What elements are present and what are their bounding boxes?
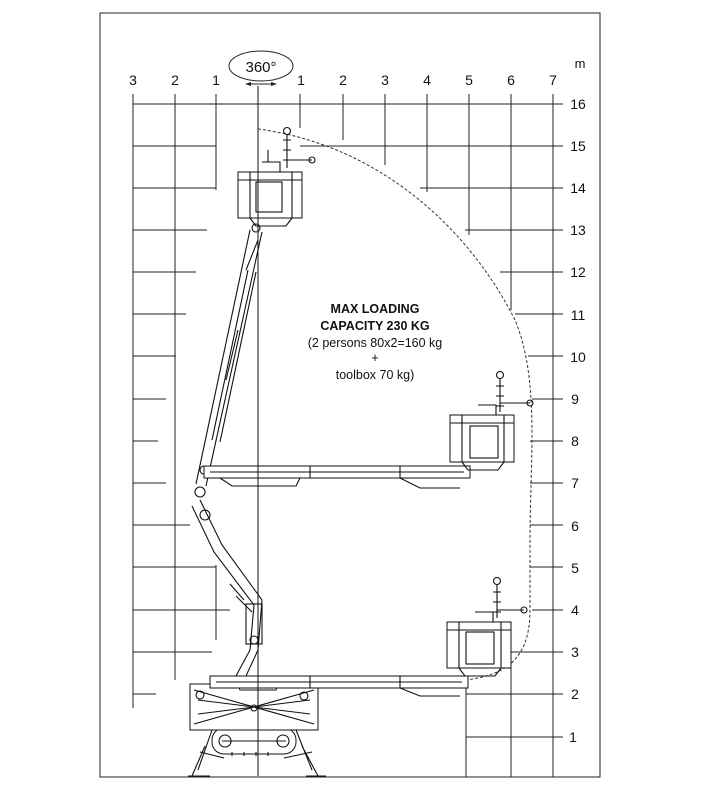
top-axis-label: 2 <box>171 72 179 88</box>
top-axis-label: 1 <box>212 72 220 88</box>
top-axis: 3 2 1 1 2 3 4 5 6 7 <box>129 72 557 88</box>
height-label: 3 <box>571 644 579 660</box>
top-axis-label: 6 <box>507 72 515 88</box>
height-label: 16 <box>570 96 586 112</box>
height-label: 4 <box>571 602 579 618</box>
rotation-label: 360° <box>245 59 276 76</box>
outriggers <box>188 729 326 777</box>
height-label: 8 <box>571 433 579 449</box>
top-axis-label: 2 <box>339 72 347 88</box>
height-label: 12 <box>570 264 586 280</box>
height-label: 6 <box>571 518 579 534</box>
rotation-arrow-left-head <box>245 82 251 86</box>
aerial-platform-machine <box>188 86 534 777</box>
height-label: 14 <box>570 180 586 196</box>
top-axis-label: 7 <box>549 72 557 88</box>
height-label: 15 <box>570 138 586 154</box>
unit-label: m <box>575 56 586 71</box>
height-label: 9 <box>571 391 579 407</box>
height-label: 10 <box>570 349 586 365</box>
upper-boom-vertical <box>195 223 263 487</box>
capacity-line-5: toolbox 70 kg) <box>336 368 415 382</box>
working-envelope <box>257 128 533 681</box>
height-axis: 16 15 14 13 12 11 10 9 8 7 6 5 4 3 2 1 <box>569 96 586 745</box>
rotation-ellipse <box>228 50 294 82</box>
capacity-note: MAX LOADING CAPACITY 230 KG (2 persons 8… <box>308 302 443 382</box>
grid-lines <box>132 94 563 777</box>
diagram-frame <box>99 12 601 778</box>
tracked-base <box>211 727 297 756</box>
height-label: 11 <box>571 307 586 323</box>
capacity-line-4: + <box>371 351 378 365</box>
height-label: 7 <box>571 475 579 491</box>
chassis <box>189 683 319 731</box>
top-axis-label: 5 <box>465 72 473 88</box>
height-label: 1 <box>569 729 577 745</box>
height-label: 2 <box>571 686 579 702</box>
top-axis-label: 4 <box>423 72 431 88</box>
height-label: 13 <box>570 222 586 238</box>
lower-horizontal-boom <box>209 675 469 697</box>
top-axis-label: 1 <box>297 72 305 88</box>
top-axis-label: 3 <box>381 72 389 88</box>
middle-horizontal-boom <box>203 465 471 489</box>
lower-arm <box>191 486 263 677</box>
height-label: 5 <box>571 560 579 576</box>
middle-basket <box>449 370 534 471</box>
capacity-line-3: (2 persons 80x2=160 kg <box>308 336 443 350</box>
capacity-line-2: CAPACITY 230 KG <box>320 319 429 333</box>
lower-basket <box>446 576 528 677</box>
rotation-arrow-right-head <box>271 82 277 86</box>
top-basket <box>237 126 316 227</box>
top-axis-label: 3 <box>129 72 137 88</box>
capacity-line-1: MAX LOADING <box>331 302 420 316</box>
